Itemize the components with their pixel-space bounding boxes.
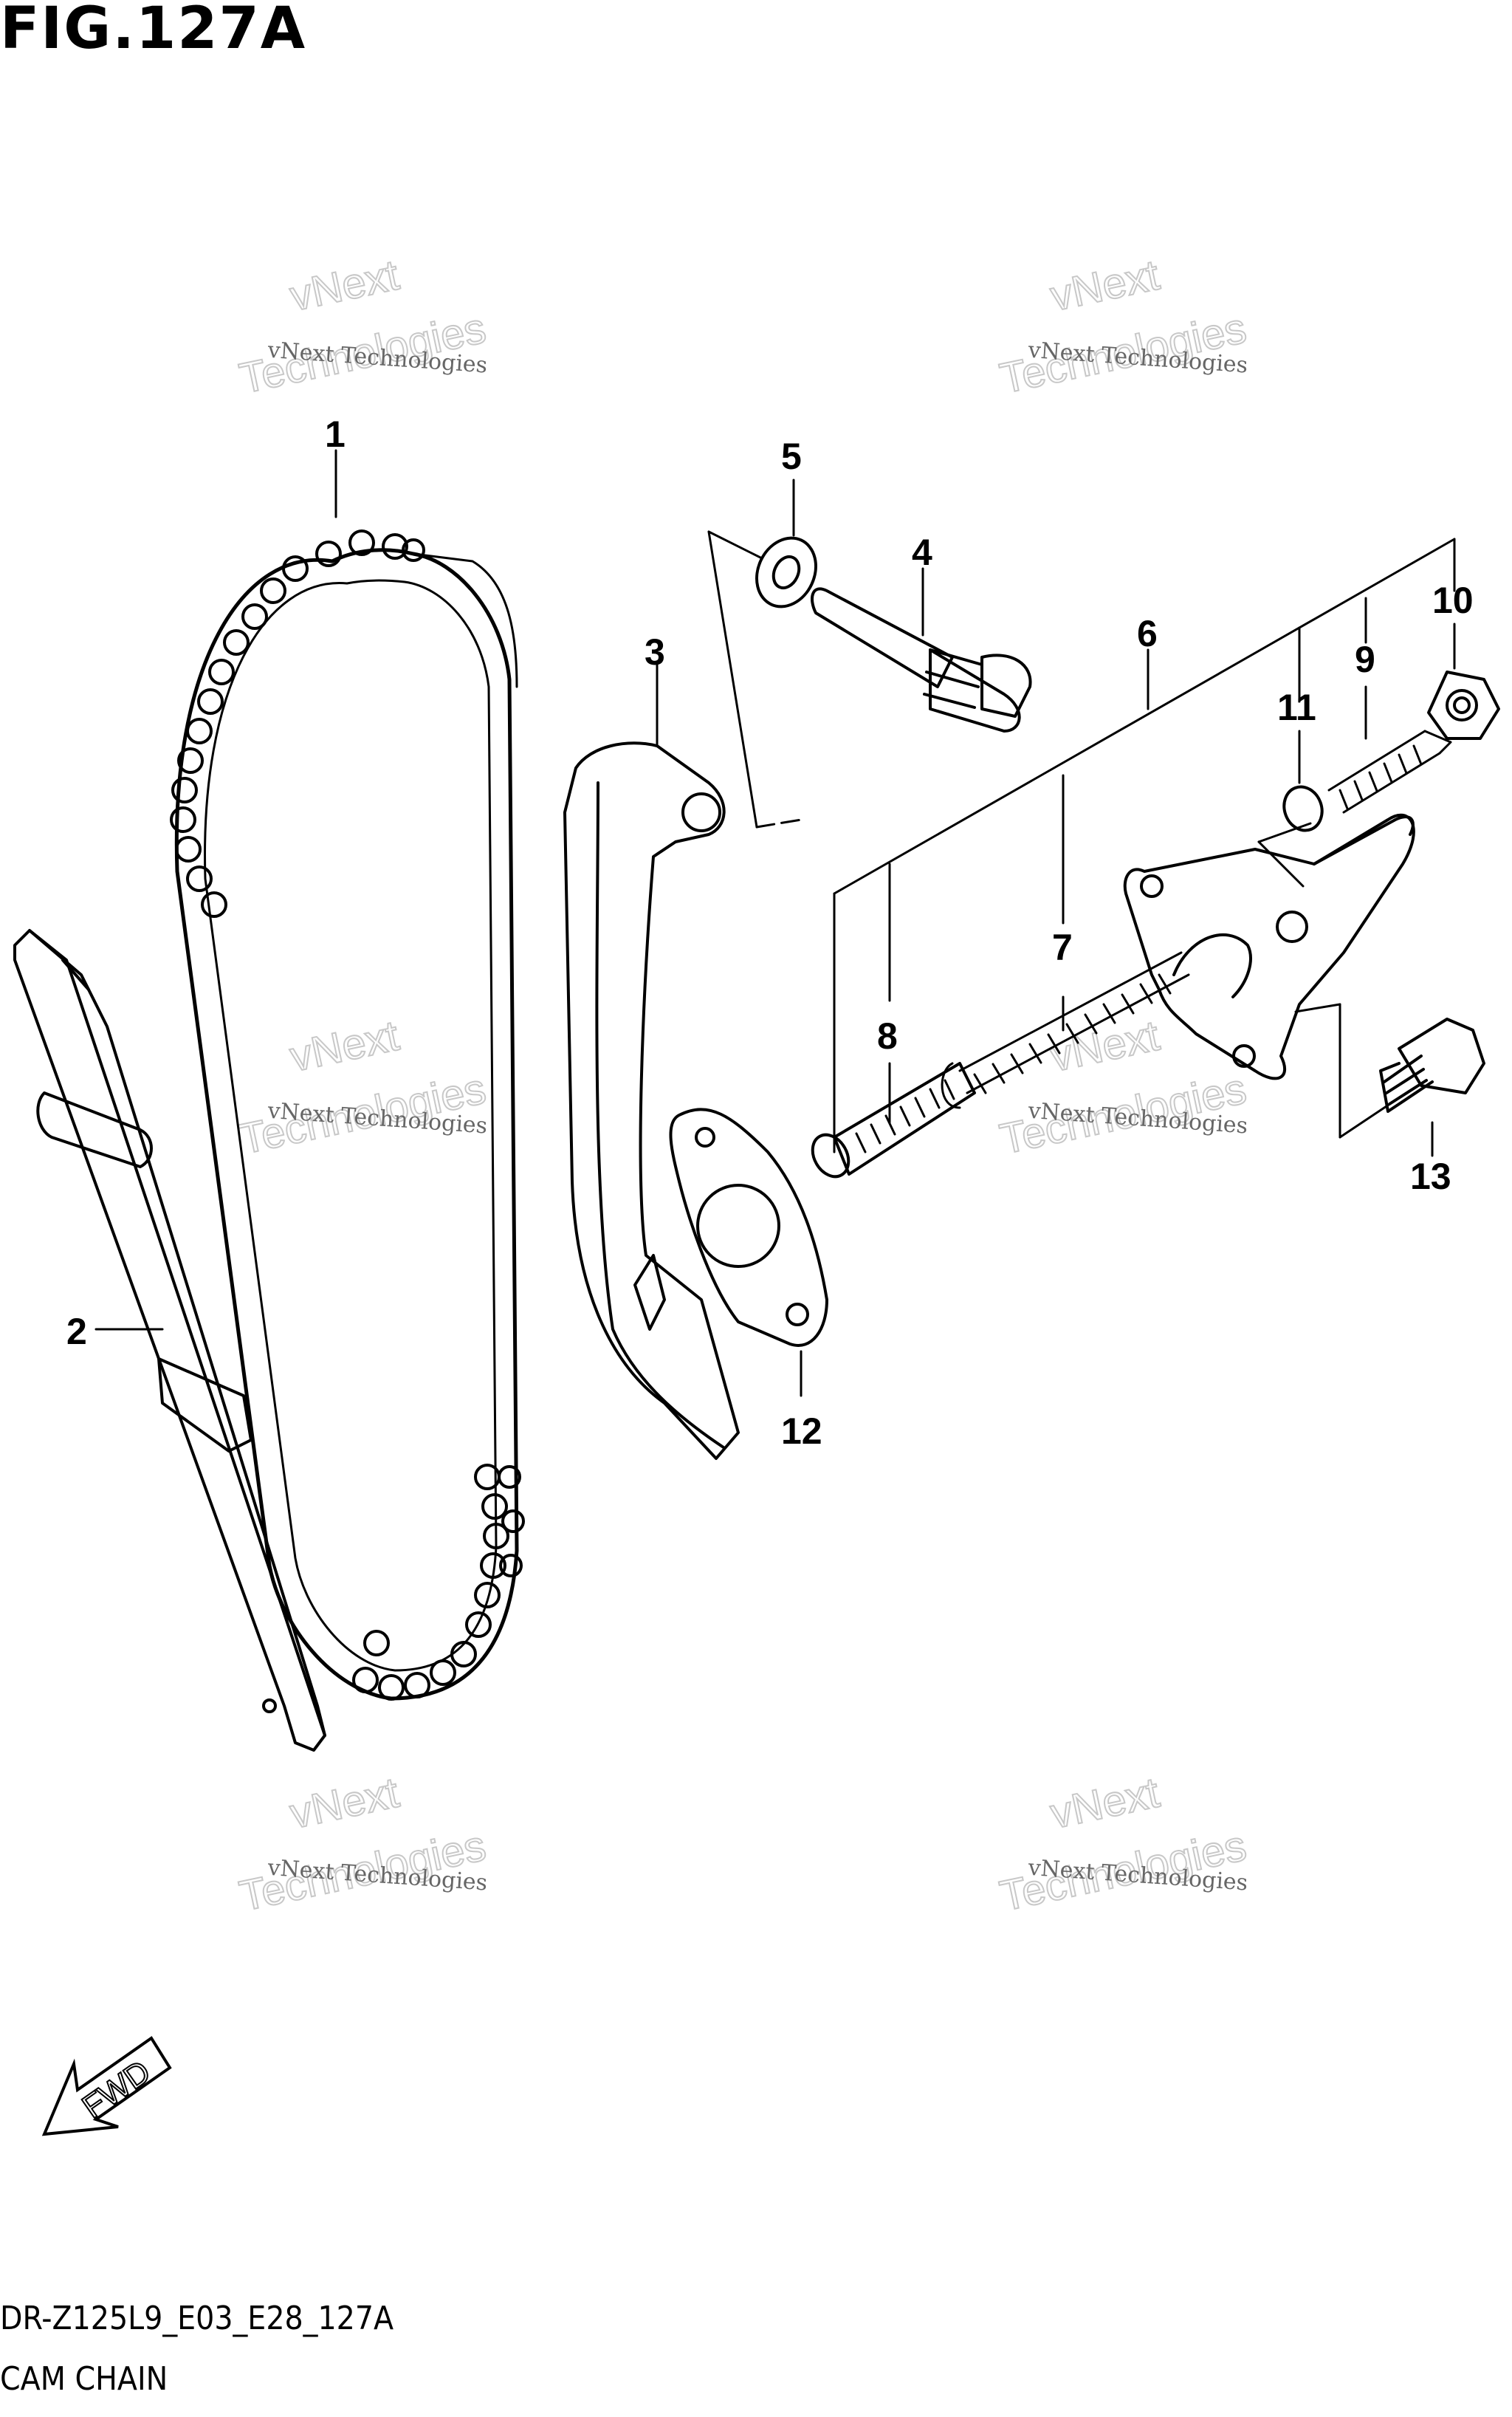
callout-leader-13 bbox=[1294, 1003, 1434, 1157]
push-rod-part-8 bbox=[811, 1062, 976, 1179]
fwd-arrow-icon: FWD bbox=[41, 2036, 172, 2136]
callout-1: 1 bbox=[325, 414, 346, 455]
diagram-name: CAM CHAIN bbox=[0, 2360, 168, 2398]
washer-part-5 bbox=[755, 536, 817, 608]
callout-2: 2 bbox=[66, 1311, 87, 1352]
callout-5: 5 bbox=[781, 436, 802, 477]
chain-guide-part bbox=[13, 929, 326, 1752]
callout-10: 10 bbox=[1432, 580, 1474, 621]
watermark: vNext Technologies vNext Technologies bbox=[235, 1768, 491, 1921]
callout-9: 9 bbox=[1355, 639, 1375, 680]
watermark: vNext Technologies vNext Technologies bbox=[235, 250, 491, 404]
spring-part-7 bbox=[941, 951, 1190, 1109]
svg-text:vNext: vNext bbox=[286, 251, 403, 320]
svg-text:vNext: vNext bbox=[286, 1012, 403, 1081]
watermark: vNext Technologies vNext Technologies bbox=[995, 250, 1251, 404]
tensioner-guide-part bbox=[563, 741, 740, 1460]
watermark: vNext Technologies vNext Technologies bbox=[995, 1768, 1251, 1921]
figure-title: FIG.127A bbox=[0, 0, 307, 62]
tensioner-body-part-7 bbox=[1123, 813, 1415, 1080]
callout-13: 13 bbox=[1410, 1156, 1451, 1197]
callout-numbers: 1 2 3 4 5 6 7 8 9 10 11 12 13 bbox=[66, 414, 1474, 1452]
callout-7: 7 bbox=[1052, 927, 1073, 968]
o-ring-part-11 bbox=[1282, 785, 1324, 832]
cam-chain-part bbox=[170, 529, 525, 1701]
callout-leader-5 bbox=[707, 479, 803, 829]
svg-text:vNext: vNext bbox=[1046, 251, 1164, 320]
callout-leader-11 bbox=[1257, 626, 1312, 888]
callout-4: 4 bbox=[912, 532, 932, 573]
callout-3: 3 bbox=[645, 631, 665, 673]
diagram-code: DR-Z125L9_E03_E28_127A bbox=[0, 2300, 394, 2337]
callout-11: 11 bbox=[1277, 687, 1316, 728]
cap-nut-part-10 bbox=[1427, 671, 1500, 740]
bolt-part-13 bbox=[1379, 1018, 1485, 1113]
spring-part-9 bbox=[1327, 730, 1452, 814]
watermark: vNext Technologies vNext Technologies bbox=[235, 1011, 491, 1165]
svg-text:vNext: vNext bbox=[1046, 1769, 1164, 1838]
callout-leader-6 bbox=[833, 538, 1456, 1153]
bolt-part-4 bbox=[811, 587, 1032, 733]
callout-6: 6 bbox=[1137, 613, 1158, 654]
callout-12: 12 bbox=[781, 1410, 822, 1452]
gasket-part-12 bbox=[669, 1108, 828, 1347]
callout-8: 8 bbox=[877, 1015, 898, 1057]
watermark: vNext Technologies vNext Technologies bbox=[995, 1011, 1251, 1165]
svg-text:vNext: vNext bbox=[286, 1769, 403, 1838]
